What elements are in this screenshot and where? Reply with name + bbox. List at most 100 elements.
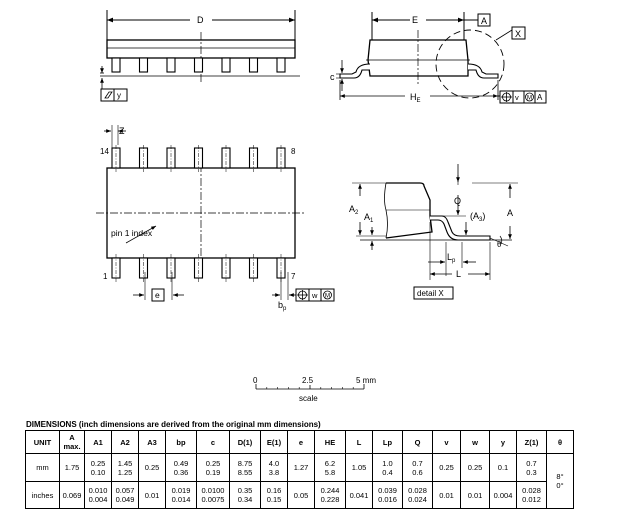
top-view <box>96 125 335 302</box>
gdt-m-label: M <box>527 96 532 102</box>
value-line: 0.024 <box>408 495 427 504</box>
scale-label: scale <box>299 394 318 403</box>
datum-a-box-label: A <box>481 16 487 26</box>
value-line: 4.0 <box>268 458 280 468</box>
value-line: 0.0075 <box>201 495 225 504</box>
dim-e-label: E <box>412 15 418 25</box>
value-line: 0.15 <box>266 495 282 504</box>
value-line: 0.19 <box>205 467 221 477</box>
value-line: 5.8 <box>324 467 336 477</box>
value-line: 0.25 <box>205 458 221 468</box>
value-line: 0.4 <box>382 467 393 477</box>
value-cell: 0.25 <box>460 453 490 482</box>
value-line: 6.2 <box>324 458 336 468</box>
dim-he-label: HE <box>410 92 421 104</box>
value-line: 0.012 <box>522 495 541 504</box>
side-view <box>336 12 547 104</box>
scale-bar <box>255 384 365 390</box>
lead <box>248 57 259 73</box>
package-outline-drawing: D y <box>96 10 547 403</box>
detail-x-view <box>352 164 518 300</box>
dim-l-label: L <box>456 269 461 279</box>
dimensions-title: DIMENSIONS (inch dimensions are derived … <box>26 420 321 429</box>
dim-z-label: Z <box>119 126 125 136</box>
gdt-v-label: v <box>515 93 519 102</box>
header-d: D(1) <box>229 430 261 454</box>
header-z: Z(1) <box>516 430 547 454</box>
detail-x-label: detail X <box>417 289 444 298</box>
value-cell: 1.05 <box>345 453 373 482</box>
value-line: 8.75 <box>237 458 253 468</box>
unit-cell: inches <box>25 481 60 509</box>
header-c: c <box>196 430 230 454</box>
header-a2: A2 <box>111 430 139 454</box>
value-line: 0.0100 <box>201 486 225 495</box>
dim-c-label: c <box>330 72 335 82</box>
value-cell: 1.75 <box>59 453 85 482</box>
value-line: 0.244 <box>320 486 340 495</box>
value-cell: 0.1 <box>489 453 517 482</box>
scale-end-label: 5 mm <box>356 376 376 385</box>
dim-q-label: Q <box>454 196 461 206</box>
value-line: 0.7 <box>526 458 537 468</box>
header-e-pitch: e <box>287 430 315 454</box>
header-w: w <box>460 430 490 454</box>
dim-a-label: A <box>507 208 513 218</box>
dim-a3-label: (A3) <box>470 211 485 223</box>
lead <box>138 57 149 73</box>
value-cell: 0.01 <box>138 481 166 509</box>
flatness-y-label: y <box>117 91 121 100</box>
value-line: 3.8 <box>268 467 280 477</box>
pin-1-index-label: pin 1 index <box>111 228 153 238</box>
value-line: 0.049 <box>115 495 135 504</box>
pin-1-label: 1 <box>103 272 108 281</box>
value-cell: 0.25 <box>432 453 461 482</box>
detail-x-box-label: X <box>515 29 521 39</box>
value-line: 1.0 <box>382 458 393 468</box>
value-line: 0.014 <box>171 495 191 504</box>
value-line: 0.228 <box>320 495 340 504</box>
value-line: 1.45 <box>117 458 133 468</box>
table-header-row: UNIT A max. A1 A2 A3 bp c D(1) E(1) e HE… <box>25 430 574 454</box>
header-unit: UNIT <box>25 430 60 454</box>
value-cell: 0.01 <box>432 481 461 509</box>
dimensions-table: UNIT A max. A1 A2 A3 bp c D(1) E(1) e HE… <box>25 430 574 509</box>
value-cell: 0.05 <box>287 481 315 509</box>
value-line: 8.55 <box>237 467 253 477</box>
dim-a1-label: A1 <box>364 212 374 224</box>
value-line: 0.004 <box>88 495 108 504</box>
header-he: HE <box>314 430 346 454</box>
value-line: 0.039 <box>378 486 397 495</box>
value-line: 0.6 <box>412 467 423 477</box>
value-cell: 0.01 <box>460 481 490 509</box>
value-line: 0.028 <box>408 486 427 495</box>
value-line: 0° <box>556 481 564 490</box>
value-line: 0.7 <box>412 458 423 468</box>
scale-0-label: 0 <box>253 376 258 385</box>
header-v: v <box>432 430 461 454</box>
value-line: 0.016 <box>378 495 397 504</box>
value-line: 0.019 <box>171 486 191 495</box>
value-line: 8° <box>556 472 564 481</box>
lead <box>166 57 176 73</box>
value-line: 0.34 <box>237 495 253 504</box>
dim-e-pitch-label: e <box>155 290 160 300</box>
header-a-max: A max. <box>59 430 85 454</box>
gdt-w-label: w <box>311 291 318 300</box>
